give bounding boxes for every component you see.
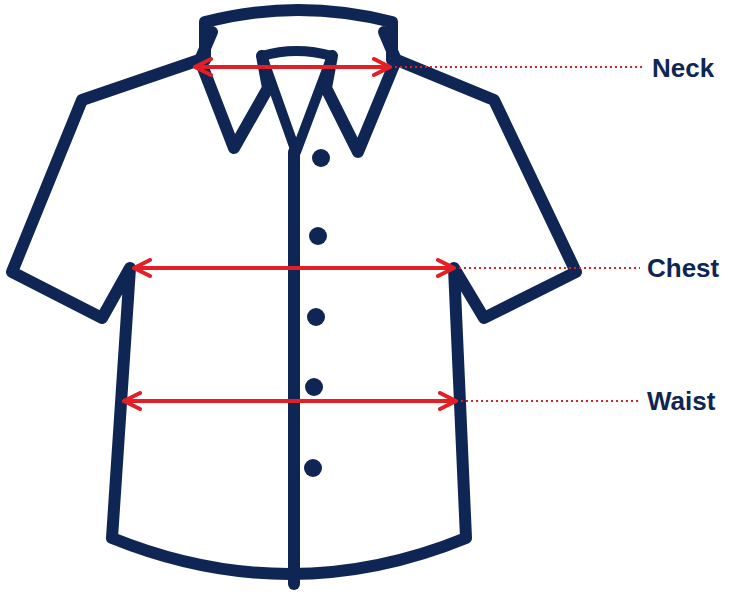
- measurement-label: Neck: [650, 54, 716, 83]
- button: [305, 378, 323, 396]
- leader-line: [456, 400, 640, 402]
- measure-arrow: [197, 65, 388, 69]
- shirt-placket: [288, 152, 300, 584]
- leader-line: [390, 66, 644, 68]
- button: [312, 149, 330, 167]
- collar-flap-left: [200, 32, 268, 148]
- buttons: [304, 149, 330, 477]
- leader-line: [454, 267, 640, 269]
- button: [309, 227, 327, 245]
- button: [307, 308, 325, 326]
- measurement-label: Waist: [645, 387, 717, 416]
- measure-arrow: [126, 399, 454, 403]
- button: [304, 459, 322, 477]
- measure-arrow: [136, 266, 452, 270]
- measurement-label: Chest: [645, 254, 721, 283]
- collar-flap-right: [326, 32, 396, 152]
